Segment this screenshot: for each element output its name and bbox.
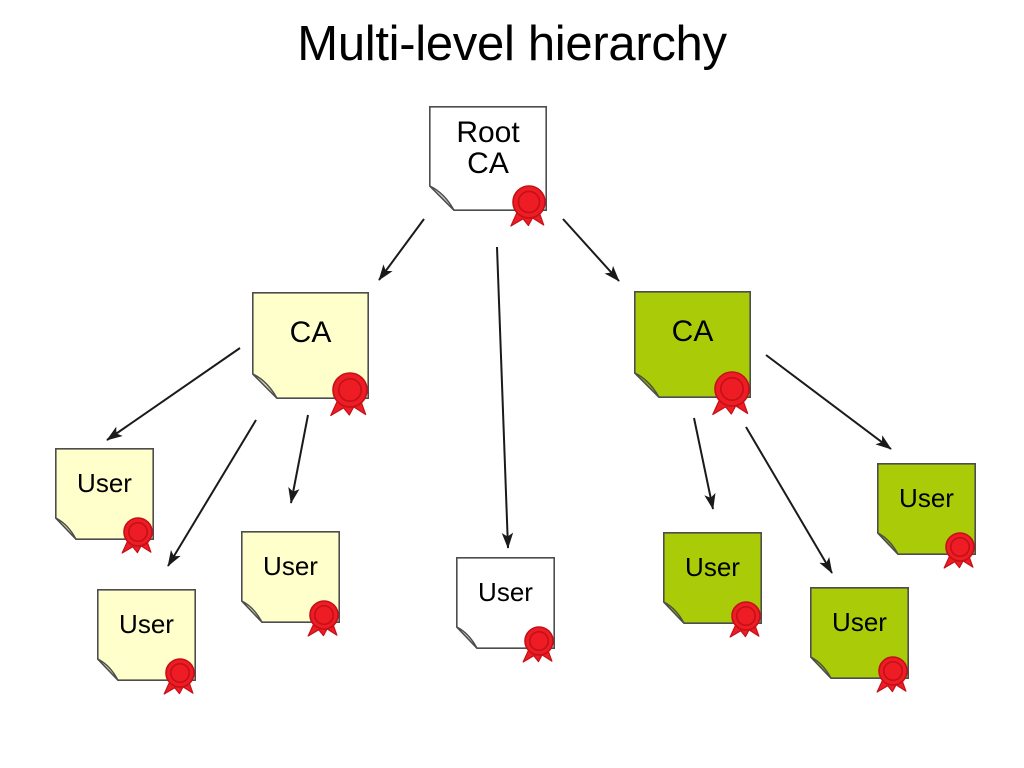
seal-inner bbox=[735, 605, 757, 627]
corner-fold bbox=[429, 185, 455, 211]
certificate-node-user-right-2[interactable]: User bbox=[810, 587, 909, 693]
seal-inner bbox=[882, 660, 904, 682]
seal-inner bbox=[517, 190, 541, 214]
certificate-node-user-center[interactable]: User bbox=[456, 557, 555, 663]
corner-fold bbox=[663, 601, 685, 624]
certificate-node-user-left-1[interactable]: User bbox=[55, 448, 154, 554]
certificate-node-user-right-1[interactable]: User bbox=[663, 532, 762, 638]
document-shape bbox=[810, 587, 909, 693]
page-title: Multi-level hierarchy bbox=[297, 17, 727, 71]
seal-inner bbox=[169, 662, 191, 684]
document-body bbox=[241, 531, 340, 623]
document-body bbox=[877, 463, 976, 555]
corner-fold bbox=[252, 373, 278, 399]
document-shape bbox=[634, 291, 751, 416]
document-body bbox=[429, 106, 547, 211]
edge-root-to-ca-left bbox=[378, 218, 425, 281]
document-shape bbox=[877, 463, 976, 569]
certificate-node-user-right-3[interactable]: User bbox=[877, 463, 976, 569]
document-shape bbox=[97, 589, 196, 695]
seal-inner bbox=[528, 630, 550, 652]
corner-fold bbox=[241, 600, 263, 623]
corner-fold bbox=[877, 532, 899, 555]
corner-fold bbox=[634, 372, 660, 398]
seal-inner bbox=[949, 536, 971, 558]
seal-inner bbox=[313, 604, 335, 626]
edge-ca-left-to-user-1 bbox=[106, 347, 241, 441]
corner-fold bbox=[810, 656, 832, 679]
document-body bbox=[55, 448, 154, 540]
document-body bbox=[663, 532, 762, 624]
certificate-node-ca-left[interactable]: CA bbox=[252, 292, 369, 417]
seal-inner bbox=[719, 376, 745, 402]
document-body bbox=[252, 292, 369, 399]
edge-ca-right-to-user-3 bbox=[765, 354, 892, 450]
document-shape bbox=[252, 292, 369, 417]
certificate-node-ca-right[interactable]: CA bbox=[634, 291, 751, 416]
seal-inner bbox=[337, 377, 363, 403]
corner-fold bbox=[97, 658, 119, 681]
document-body bbox=[456, 557, 555, 649]
corner-fold bbox=[456, 626, 478, 649]
document-shape bbox=[429, 106, 547, 227]
document-body bbox=[810, 587, 909, 679]
seal-inner bbox=[127, 521, 149, 543]
document-body bbox=[634, 291, 751, 398]
corner-fold bbox=[55, 517, 77, 540]
certificate-node-user-left-3[interactable]: User bbox=[241, 531, 340, 637]
edge-root-to-user-center bbox=[496, 246, 514, 549]
document-shape bbox=[241, 531, 340, 637]
document-shape bbox=[663, 532, 762, 638]
document-shape bbox=[456, 557, 555, 663]
certificate-node-root-ca[interactable]: Root CA bbox=[429, 106, 547, 227]
document-body bbox=[97, 589, 196, 681]
document-shape bbox=[55, 448, 154, 554]
certificate-node-user-left-2[interactable]: User bbox=[97, 589, 196, 695]
